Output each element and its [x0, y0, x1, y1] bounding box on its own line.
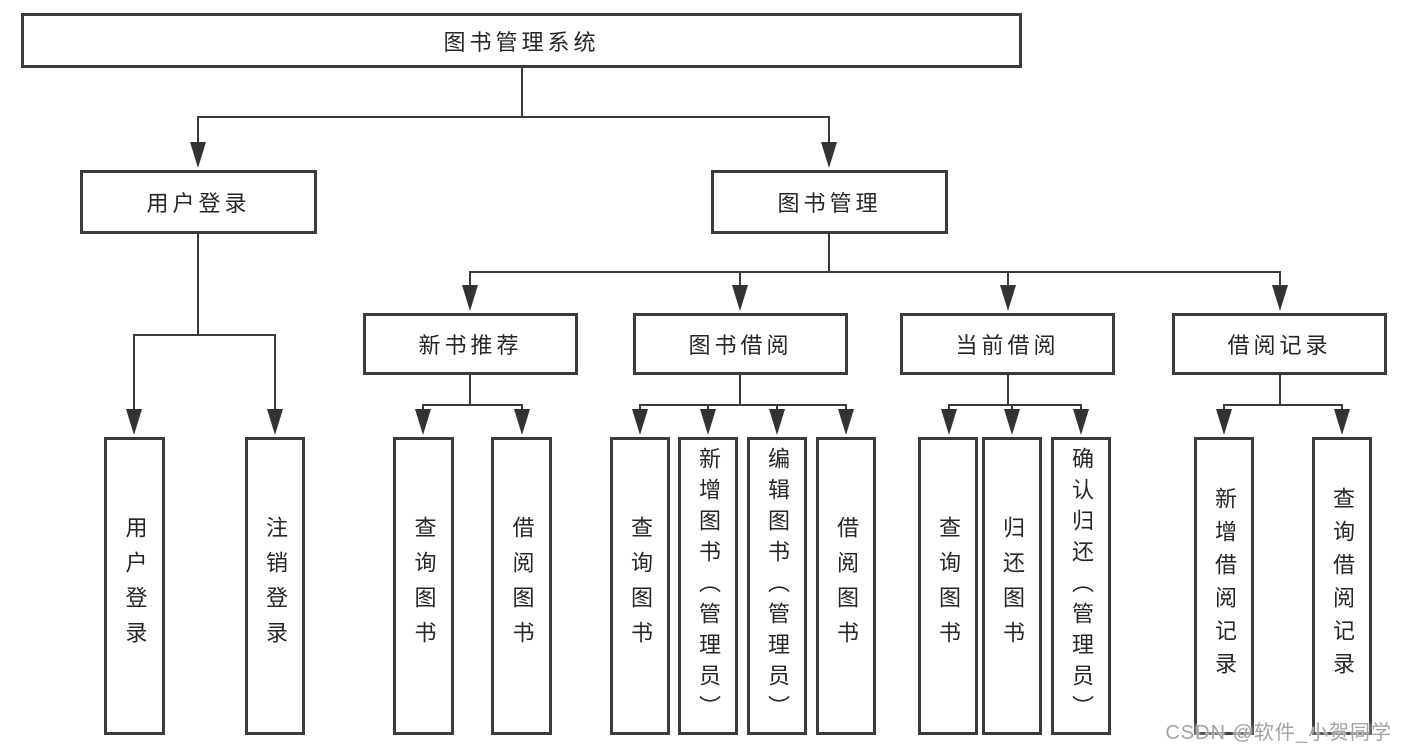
connector-line	[521, 68, 523, 118]
arrow-down-icon	[126, 409, 142, 435]
leaf-borrow-books: 借阅图书	[816, 437, 876, 735]
node-label: 新增借阅记录	[1212, 487, 1237, 685]
node-user-login-branch: 用户登录	[80, 170, 317, 234]
node-label: 用户登录	[146, 191, 251, 216]
leaf-logout: 注销登录	[245, 437, 305, 735]
connector-line	[521, 404, 523, 411]
connector-line	[1007, 375, 1009, 406]
connector-line	[133, 334, 276, 336]
connector-line	[1223, 404, 1343, 406]
leaf-add-borrow-record: 新增借阅记录	[1194, 437, 1254, 735]
connector-line	[845, 404, 847, 411]
node-label: 注销登录	[263, 516, 288, 656]
connector-line	[197, 116, 199, 144]
connector-line	[469, 271, 1281, 273]
node-label: 用户登录	[122, 516, 148, 656]
arrow-down-icon	[821, 142, 837, 168]
node-label: 图书管理系统	[443, 29, 600, 55]
node-label: 查询借阅记录	[1330, 487, 1355, 685]
arrow-down-icon	[1272, 285, 1288, 311]
node-book-borrow: 图书借阅	[633, 313, 848, 375]
node-book-management-branch: 图书管理	[711, 170, 948, 234]
connector-line	[1007, 271, 1009, 287]
connector-line	[1279, 271, 1281, 287]
connector-line	[197, 116, 830, 118]
connector-line	[639, 404, 847, 406]
arrow-down-icon	[1334, 409, 1350, 435]
node-new-book-recommend: 新书推荐	[363, 313, 578, 375]
arrow-down-icon	[700, 409, 716, 435]
connector-line	[469, 375, 471, 406]
node-label: 查询图书	[628, 516, 653, 656]
arrow-down-icon	[632, 409, 648, 435]
connector-line	[776, 404, 778, 411]
node-borrow-records: 借阅记录	[1172, 313, 1387, 375]
connector-line	[1011, 404, 1013, 411]
connector-line	[948, 404, 950, 411]
connector-line	[948, 404, 1082, 406]
node-label: 新增图书（管理员）	[696, 446, 721, 726]
connector-line	[739, 271, 741, 287]
arrow-down-icon	[267, 409, 283, 435]
node-label: 归还图书	[1000, 516, 1025, 656]
arrow-down-icon	[462, 285, 478, 311]
connector-line	[422, 404, 424, 411]
node-label: 查询图书	[936, 516, 961, 656]
leaf-add-books-admin: 新增图书（管理员）	[678, 437, 738, 735]
arrow-down-icon	[1073, 409, 1089, 435]
connector-line	[1341, 404, 1343, 411]
node-label: 新书推荐	[418, 333, 523, 358]
node-label: 图书借阅	[688, 333, 793, 358]
csdn-watermark: CSDN @软件_小贺同学	[1165, 722, 1392, 744]
node-label: 确认归还（管理员）	[1069, 446, 1094, 726]
node-label: 查询图书	[411, 516, 437, 656]
arrow-down-icon	[838, 409, 854, 435]
arrow-down-icon	[1000, 285, 1016, 311]
connector-line	[1223, 404, 1225, 411]
arrow-down-icon	[732, 285, 748, 311]
node-label: 编辑图书（管理员）	[765, 446, 790, 726]
arrow-down-icon	[415, 409, 431, 435]
connector-line	[469, 271, 471, 287]
connector-line	[639, 404, 641, 411]
node-label: 借阅图书	[509, 516, 535, 656]
arrow-down-icon	[941, 409, 957, 435]
leaf-borrow-books-recommend: 借阅图书	[491, 437, 552, 735]
arrow-down-icon	[190, 142, 206, 168]
connector-line	[1080, 404, 1082, 411]
leaf-query-books-recommend: 查询图书	[393, 437, 454, 735]
connector-line	[133, 334, 135, 411]
arrow-down-icon	[514, 409, 530, 435]
connector-line	[274, 334, 276, 411]
connector-line	[739, 375, 741, 406]
arrow-down-icon	[1216, 409, 1232, 435]
connector-line	[707, 404, 709, 411]
arrow-down-icon	[769, 409, 785, 435]
leaf-user-login: 用户登录	[104, 437, 165, 735]
leaf-query-books-borrow: 查询图书	[610, 437, 670, 735]
node-label: 当前借阅	[955, 333, 1060, 358]
leaf-return-books: 归还图书	[982, 437, 1042, 735]
arrow-down-icon	[1004, 409, 1020, 435]
node-label: 借阅记录	[1227, 333, 1332, 358]
node-current-borrow: 当前借阅	[900, 313, 1115, 375]
leaf-query-books-current: 查询图书	[918, 437, 978, 735]
connector-line	[1279, 375, 1281, 406]
connector-line	[828, 116, 830, 144]
node-library-management-system: 图书管理系统	[21, 13, 1022, 68]
leaf-confirm-return-admin: 确认归还（管理员）	[1051, 437, 1111, 735]
leaf-query-borrow-record: 查询借阅记录	[1312, 437, 1372, 735]
connector-line	[828, 234, 830, 273]
connector-line	[422, 404, 523, 406]
node-label: 借阅图书	[834, 516, 859, 656]
node-label: 图书管理	[777, 191, 882, 216]
leaf-edit-books-admin: 编辑图书（管理员）	[747, 437, 807, 735]
connector-line	[197, 234, 199, 336]
